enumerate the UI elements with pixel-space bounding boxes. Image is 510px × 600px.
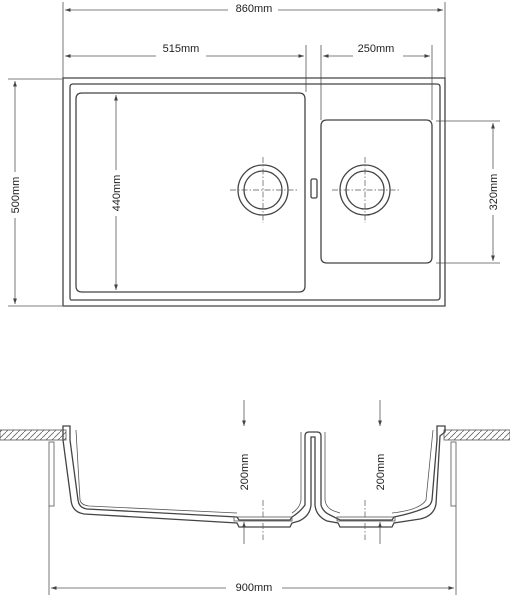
sink-section-inner (75, 429, 434, 514)
sink-inner-rim (69, 83, 441, 301)
top-view: 860mm 515mm 250mm 500mm 320mm 440mm (6, 2, 502, 307)
small-bowl-height-label: 200mm (375, 454, 387, 491)
small-drain-flange (336, 516, 396, 522)
small-bowl-outline (320, 119, 433, 264)
sink-outer-rim (62, 77, 446, 307)
sink-section-outer (62, 425, 446, 528)
large-bowl-width-label: 515mm (163, 43, 200, 55)
large-bowl-outline (75, 92, 306, 293)
cabinet-width-label: 900mm (236, 582, 273, 594)
overall-depth-label: 500mm (10, 177, 22, 214)
cabinet-wall-left (48, 441, 55, 507)
large-bowl-depth-label: 440mm (111, 175, 123, 212)
small-bowl-drain (332, 157, 399, 223)
large-bowl-drain (230, 157, 297, 223)
large-bowl-height-label: 200mm (239, 454, 251, 491)
small-bowl-width-label: 250mm (358, 43, 395, 55)
cabinet-wall-right (450, 441, 457, 507)
overflow-slot (310, 178, 318, 199)
overall-width-label: 860mm (236, 3, 273, 15)
countertop-right (443, 429, 510, 441)
small-bowl-depth-label: 320mm (488, 174, 500, 211)
section-view: 200mm 200mm 900mm (0, 400, 510, 596)
countertop-left (0, 429, 67, 441)
